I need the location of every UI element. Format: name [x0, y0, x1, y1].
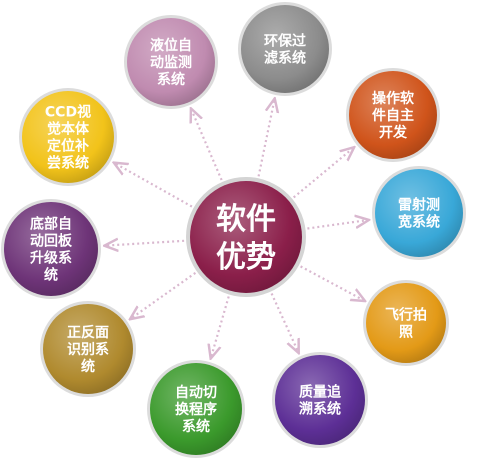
- connector-arrow-liquid-level: [192, 110, 223, 181]
- node-circle-front-back: [43, 304, 133, 394]
- node-label-ccd-line-4: 尝系统: [47, 155, 89, 172]
- node-label-liquid-level-line-1: 液位自: [150, 37, 192, 54]
- center-label-line-1: 软件: [216, 202, 276, 237]
- node-label-front-back-line-3: 统: [81, 358, 95, 375]
- node-label-front-back-line-1: 正反面: [67, 324, 109, 341]
- node-label-bottom-board-line-3: 升级系: [30, 250, 72, 267]
- node-circle-fly-shoot: [366, 283, 446, 363]
- connector-arrow-fly-shoot: [300, 265, 364, 300]
- outer-nodes: 液位自动监测系统环保过滤系统操作软件自主开发雷射测宽系统飞行拍照质量追溯系统自动…: [1, 2, 466, 458]
- connector-arrow-bottom-board: [106, 241, 185, 246]
- node-label-quality-trace-line-1: 质量追: [299, 384, 341, 401]
- node-label-software-dev-line-2: 件自主: [372, 107, 414, 124]
- node-label-software-dev-line-3: 开发: [379, 124, 408, 141]
- node-label-liquid-level-line-3: 系统: [157, 71, 185, 88]
- node-label-ccd-line-1: CCD视: [45, 104, 91, 121]
- node-label-auto-switch-line-1: 自动切: [175, 384, 217, 401]
- node-circle-ccd: [22, 91, 114, 183]
- center-circle: [190, 181, 302, 293]
- node-label-fly-shoot-line-1: 飞行拍: [385, 307, 427, 324]
- node-label-bottom-board-line-4: 统: [44, 267, 58, 284]
- node-circle-liquid-level: [127, 18, 215, 106]
- connector-arrow-laser-width: [307, 220, 367, 230]
- node-circle-env-filter: [241, 5, 329, 93]
- node-label-laser-width-line-2: 宽系统: [398, 214, 440, 231]
- node-circle-software-dev: [349, 71, 437, 159]
- connector-lines: [106, 100, 368, 357]
- node-circle-quality-trace: [275, 355, 365, 445]
- node-label-ccd-line-3: 定位补: [47, 138, 89, 155]
- connector-arrow-software-dev: [292, 148, 353, 199]
- node-label-env-filter-line-2: 滤系统: [264, 50, 306, 67]
- node-label-quality-trace-line-2: 溯系统: [299, 401, 341, 418]
- connector-arrow-quality-trace: [270, 293, 299, 352]
- node-label-liquid-level-line-2: 动监测: [150, 54, 192, 71]
- node-label-auto-switch-line-3: 系统: [182, 418, 210, 435]
- node-label-auto-switch-line-2: 换程序: [175, 401, 217, 418]
- node-circle-auto-switch: [150, 363, 242, 455]
- node-label-fly-shoot-line-2: 照: [399, 325, 413, 341]
- node-label-laser-width-line-1: 雷射测: [398, 197, 440, 214]
- connector-arrow-auto-switch: [211, 296, 230, 358]
- node-circle-laser-width: [375, 169, 463, 257]
- node-label-software-dev-line-1: 操作软: [372, 90, 415, 107]
- center-label-line-2: 优势: [216, 240, 276, 275]
- node-label-bottom-board-line-2: 动回板: [30, 233, 73, 250]
- connector-arrow-ccd: [115, 163, 193, 208]
- connector-arrow-env-filter: [257, 100, 275, 177]
- node-label-env-filter-line-1: 环保过: [264, 33, 306, 50]
- node-label-front-back-line-2: 识别系: [67, 341, 109, 358]
- node-circle-bottom-board: [4, 202, 98, 296]
- node-label-ccd-line-2: 觉本体: [47, 121, 90, 138]
- connector-arrow-front-back: [131, 272, 197, 318]
- node-label-bottom-board-line-1: 底部自: [30, 216, 72, 233]
